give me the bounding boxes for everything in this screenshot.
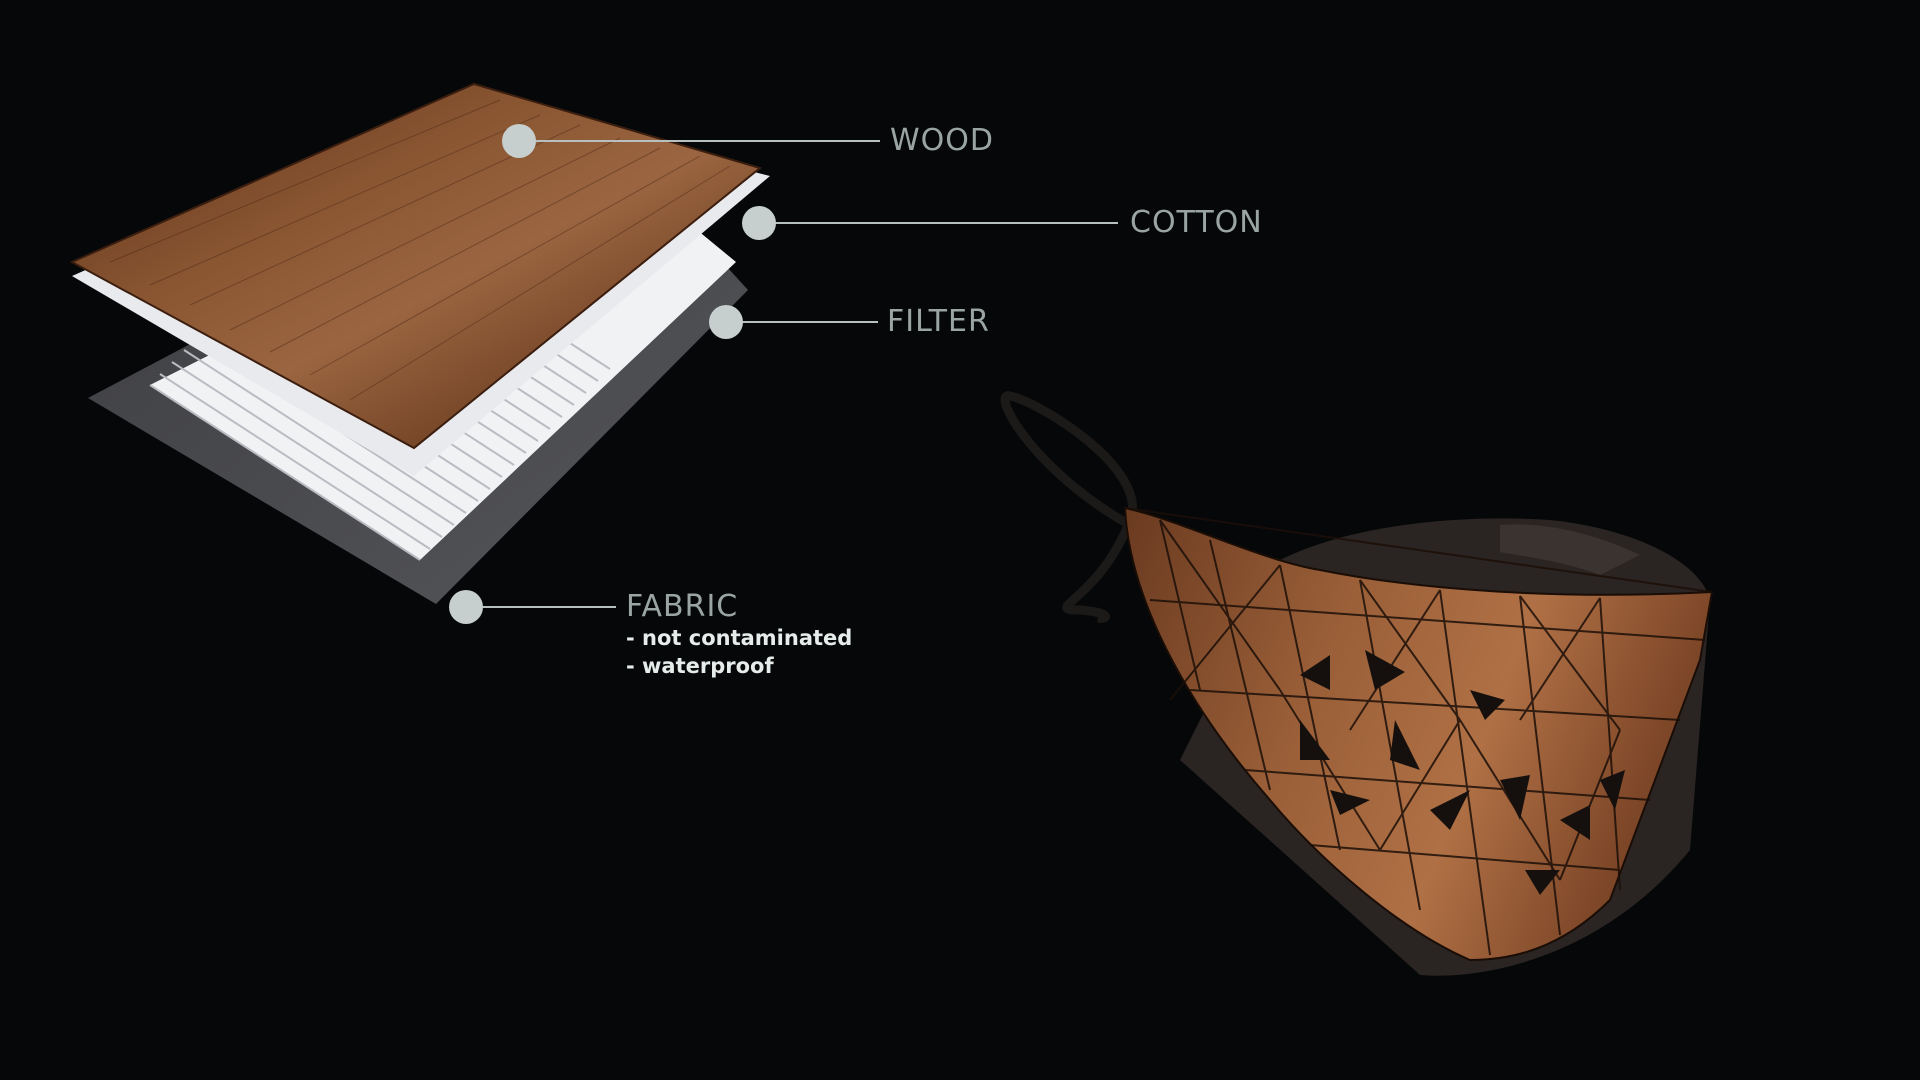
filter-label: FILTER	[887, 304, 990, 339]
wood-marker	[502, 124, 536, 158]
wood-label: WOOD	[890, 123, 994, 158]
mask-wood-shell	[1123, 506, 1714, 962]
fabric-note-2: - waterproof	[626, 654, 774, 678]
fabric-label: FABRIC	[626, 589, 739, 624]
cotton-label: COTTON	[1130, 205, 1263, 240]
filter-marker	[709, 305, 743, 339]
cotton-marker	[742, 206, 776, 240]
mask-ear-loop	[1000, 391, 1138, 623]
fabric-note-1: - not contaminated	[626, 626, 853, 650]
fabric-marker	[449, 590, 483, 624]
